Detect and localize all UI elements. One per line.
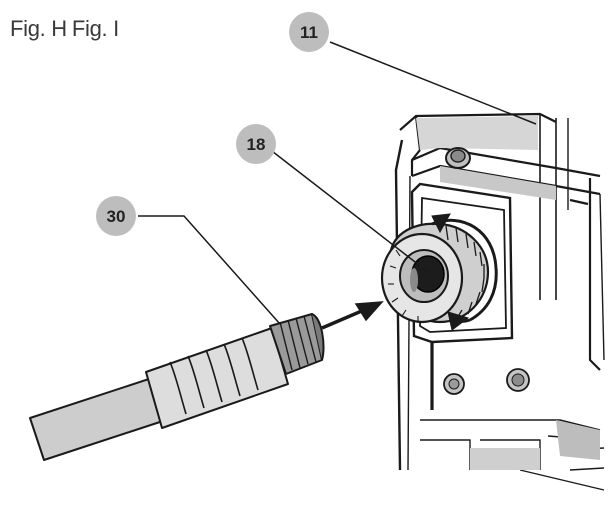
callout-11-label: 11	[300, 23, 318, 42]
leader-30	[138, 215, 281, 325]
body-shading	[416, 116, 600, 470]
lower-screws	[443, 368, 530, 395]
callout-18: 18	[236, 124, 276, 164]
leader-11	[329, 41, 537, 125]
top-screw	[445, 147, 471, 169]
insertion-arrow	[321, 301, 384, 330]
callout-30-label: 30	[107, 207, 126, 226]
connector-nut	[380, 222, 490, 324]
callout-18-label: 18	[247, 135, 266, 154]
leader-18	[267, 147, 429, 273]
figure-label-i: Fig. I	[71, 16, 119, 41]
rotation-arrowheads	[431, 213, 470, 331]
figure-label-h: Fig. H	[10, 16, 67, 41]
leader-lines	[138, 41, 537, 325]
callout-11: 11	[289, 12, 329, 52]
hose-fitting	[29, 313, 325, 461]
callout-30: 30	[96, 196, 136, 236]
